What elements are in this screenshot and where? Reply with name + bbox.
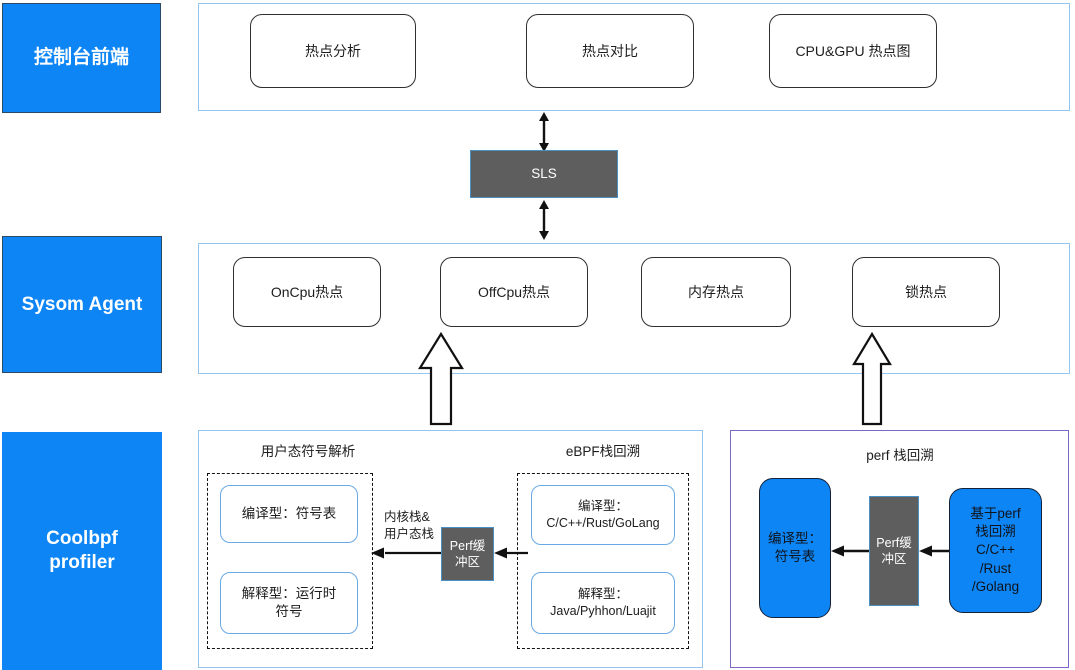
node-hotspot-analysis[interactable]: 热点分析	[250, 14, 416, 88]
group-title-text: 用户态符号解析	[260, 444, 356, 459]
node-interpreted-runtime-symbol[interactable]: 解释型：运行时 符号	[220, 572, 358, 634]
block-arrow-ebpf-to-offcpu	[418, 331, 464, 426]
perf-buffer-left[interactable]: Perf缓 冲区	[441, 527, 494, 581]
node-oncpu-hotspot[interactable]: OnCpu热点	[233, 257, 381, 327]
node-perf-compiled-symbol-table[interactable]: 编译型： 符号表	[759, 478, 831, 618]
perf-buffer-right[interactable]: Perf缓 冲区	[869, 496, 919, 606]
node-label: OffCpu热点	[477, 284, 551, 300]
arrow-perfsource-to-perfbuf	[919, 545, 949, 557]
node-label: 内存热点	[688, 284, 744, 300]
ebpf-stack-group-title: eBPF栈回溯	[523, 440, 683, 460]
perf-stack-panel-title: perf 栈回溯	[830, 444, 970, 464]
node-label: 解释型： Java/Pyhhon/Luajit	[550, 587, 656, 618]
node-label: OnCpu热点	[270, 284, 344, 300]
node-hotspot-compare[interactable]: 热点对比	[526, 14, 694, 88]
block-arrow-perf-to-lock	[852, 331, 892, 426]
node-memory-hotspot[interactable]: 内存热点	[641, 257, 791, 327]
node-label: 锁热点	[905, 284, 947, 300]
sls-box[interactable]: SLS	[470, 150, 618, 198]
arrow-perfbuf-to-perf-symbols	[831, 545, 869, 557]
node-label: 热点分析	[305, 43, 361, 59]
perf-buffer-label: Perf缓 冲区	[449, 538, 486, 569]
node-compiled-symbol-table[interactable]: 编译型：符号表	[220, 485, 358, 543]
band-label-text: Sysom Agent	[21, 293, 143, 315]
node-cpu-gpu-heatmap[interactable]: CPU&GPU 热点图	[769, 14, 937, 88]
arrow-sls-to-agent	[539, 200, 549, 240]
node-label: 编译型： 符号表	[768, 530, 822, 564]
band-label-sysom-agent: Sysom Agent	[2, 236, 162, 373]
node-perf-based-stack-source[interactable]: 基于perf 栈回溯 C/C++ /Rust /Golang	[949, 488, 1042, 613]
ebpf-stack-dashed-group	[517, 473, 689, 649]
node-label: 解释型：运行时 符号	[241, 585, 337, 619]
node-label: 编译型： C/C++/Rust/GoLang	[546, 499, 660, 530]
band-label-console-frontend: 控制台前端	[2, 3, 161, 113]
sls-label: SLS	[531, 166, 557, 182]
note-text: 内核栈& 用户态栈	[384, 509, 435, 541]
arrow-perfbuf-to-symbols	[371, 547, 443, 559]
kernel-user-stack-note: 内核栈& 用户态栈	[384, 492, 474, 543]
node-label: 基于perf 栈回溯 C/C++ /Rust /Golang	[970, 505, 1021, 594]
band-label-text: Coolbpf profiler	[46, 528, 118, 573]
usermode-symbol-dashed-group	[207, 473, 373, 649]
node-lock-hotspot[interactable]: 锁热点	[852, 257, 1000, 327]
band-label-coolbpf-profiler: Coolbpf profiler	[2, 432, 162, 670]
node-label: 编译型：符号表	[241, 505, 337, 521]
node-ebpf-interpreted-langs[interactable]: 解释型： Java/Pyhhon/Luajit	[531, 572, 675, 634]
node-offcpu-hotspot[interactable]: OffCpu热点	[440, 257, 588, 327]
group-title-text: perf 栈回溯	[866, 448, 934, 463]
node-label: 热点对比	[582, 43, 638, 59]
group-title-text: eBPF栈回溯	[565, 444, 641, 459]
node-ebpf-compiled-langs[interactable]: 编译型： C/C++/Rust/GoLang	[531, 485, 675, 545]
usermode-symbol-group-title: 用户态符号解析	[218, 440, 398, 460]
arrow-console-to-sls	[539, 112, 549, 152]
node-label: CPU&GPU 热点图	[795, 43, 911, 59]
band-label-text: 控制台前端	[33, 47, 129, 69]
perf-buffer-label: Perf缓 冲区	[876, 535, 912, 566]
